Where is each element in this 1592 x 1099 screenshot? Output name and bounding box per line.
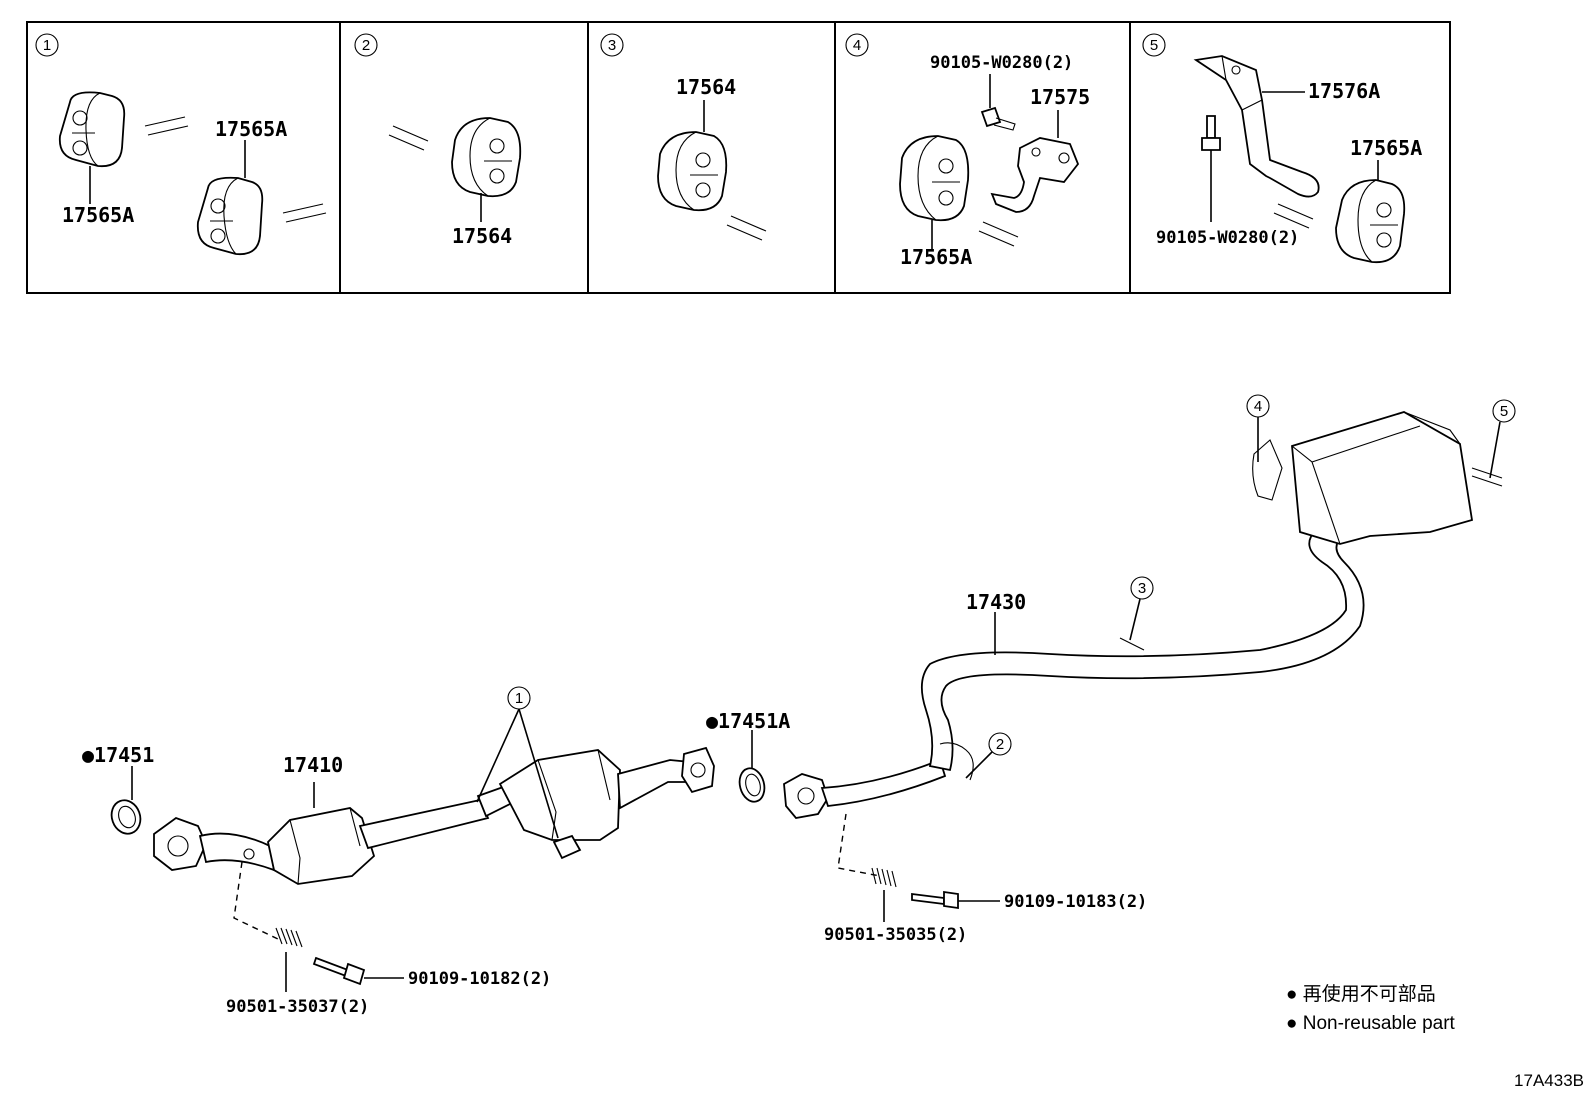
label-spring-front: 90501-35037(2) [226, 997, 369, 1017]
detail-panel-4: 4 90105-W0280(2) 17575 17565A [845, 33, 1090, 269]
panel-3-label: 17564 [676, 75, 736, 99]
tail-exhaust-pipe-17430 [783, 411, 1503, 819]
callout-5: 5 [1489, 399, 1516, 479]
label-bolt-front: 90109-10182(2) [408, 969, 551, 989]
svg-text:4: 4 [1254, 398, 1262, 415]
rubber-hanger-17564-b [657, 131, 728, 212]
panel-5-label-hanger: 17565A [1350, 136, 1422, 160]
bolt-90105-W0280-b [1201, 115, 1221, 151]
callout-3: 3 [1129, 576, 1154, 641]
panel-4-label-bracket: 17575 [1030, 85, 1090, 109]
bolt-90109-10182 [312, 956, 366, 986]
panel-4-label-hanger: 17565A [900, 245, 972, 269]
panel-1-label-a: 17565A [62, 203, 134, 227]
svg-text:1: 1 [515, 690, 523, 707]
bolt-90105-W0280 [980, 106, 1016, 131]
front-exhaust-pipe-17410 [153, 746, 715, 885]
svg-text:5: 5 [1500, 403, 1508, 420]
gasket-17451A [738, 767, 766, 803]
rubber-hanger-17565A-a [58, 91, 126, 168]
rubber-hanger-17565A-d [1335, 179, 1406, 264]
label-front-pipe: 17410 [283, 753, 343, 777]
detail-panel-3: 3 17564 [600, 33, 767, 241]
panel-2-label: 17564 [452, 224, 512, 248]
callout-2: 2 [965, 732, 1012, 779]
gasket-17451 [110, 799, 142, 835]
spring-90501-35037 [275, 927, 303, 948]
callout-4: 4 [1246, 394, 1270, 462]
label-spring-center: 90501-35035(2) [824, 925, 967, 945]
detail-panel-1: 1 17565A 17565A [35, 33, 327, 256]
panel-5-label-bracket: 17576A [1308, 79, 1380, 103]
label-gasket-center: ●17451A [706, 709, 790, 733]
hanger-bracket-17575 [990, 137, 1080, 213]
diagram-code: 17A433B [1514, 1071, 1584, 1090]
label-gasket-front: ●17451 [82, 743, 154, 767]
detail-panel-strip [26, 21, 1451, 294]
panel-5-label-bolt: 90105-W0280(2) [1156, 228, 1299, 248]
detail-panel-5: 5 17576A 90105-W0280(2) 17565A [1142, 33, 1422, 264]
panel-3-number: 3 [608, 37, 616, 54]
panel-4-label-bolt: 90105-W0280(2) [930, 53, 1073, 73]
rubber-hanger-17565A-b [196, 176, 264, 256]
callout-1: 1 [476, 686, 559, 839]
panel-1-label-b: 17565A [215, 117, 287, 141]
detail-panel-2: 2 17564 [354, 33, 522, 248]
label-tail-pipe: 17430 [966, 590, 1026, 614]
svg-text:3: 3 [1138, 580, 1146, 597]
hanger-bracket-17576A [1193, 55, 1320, 198]
panel-4-number: 4 [853, 37, 861, 54]
label-bolt-center: 90109-10183(2) [1004, 892, 1147, 912]
spring-90501-35035 [871, 867, 897, 888]
rubber-hanger-17564-a [451, 117, 522, 198]
legend-jp: ● 再使用不可部品 [1286, 983, 1436, 1005]
bolt-90109-10183 [911, 890, 959, 910]
panel-2-number: 2 [362, 37, 370, 54]
svg-text:2: 2 [996, 736, 1004, 753]
panel-5-number: 5 [1150, 37, 1158, 54]
legend: ● 再使用不可部品 ● Non-reusable part [1286, 983, 1456, 1034]
panel-1-number: 1 [43, 37, 51, 54]
legend-en: ● Non-reusable part [1286, 1013, 1456, 1034]
rubber-hanger-17565A-c [899, 135, 970, 222]
